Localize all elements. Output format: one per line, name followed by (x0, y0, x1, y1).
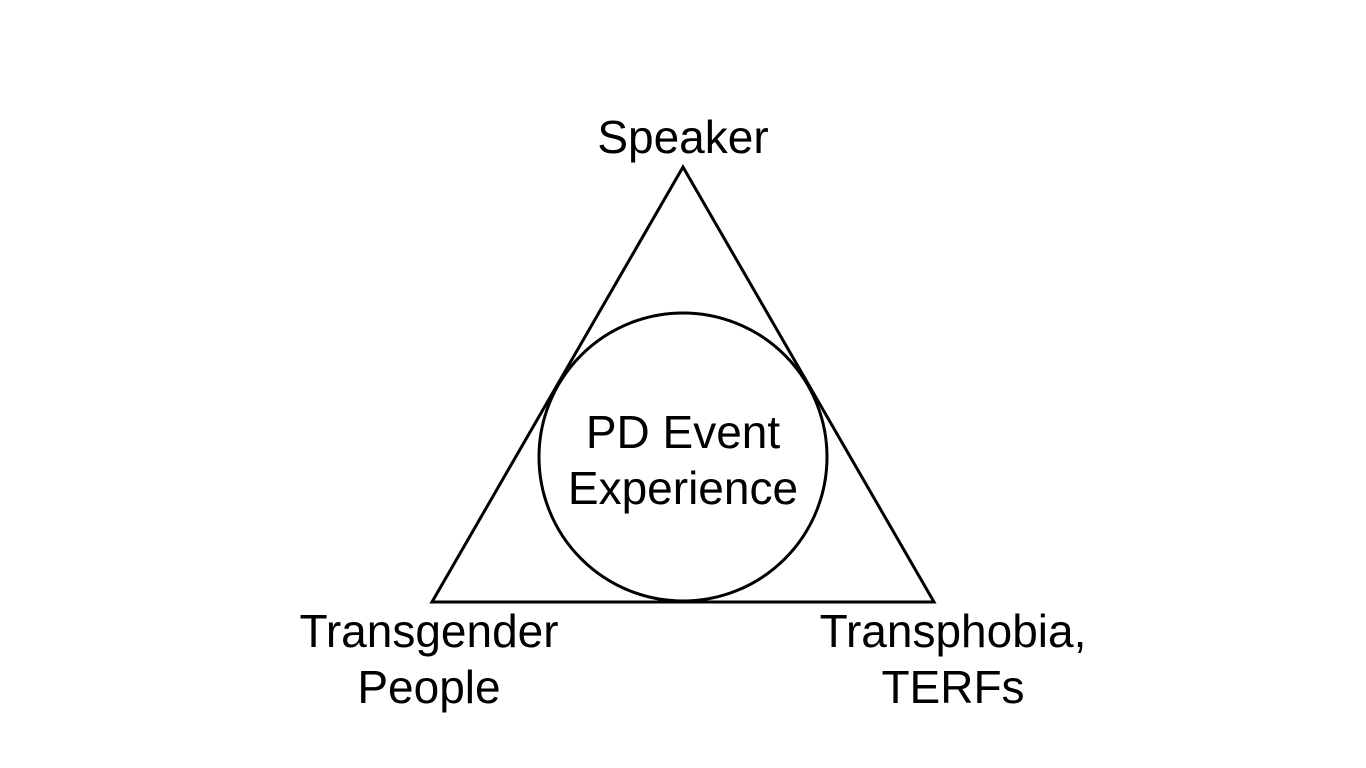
right-label-line2: TERFs (881, 661, 1025, 713)
transgender-people-label: Transgender People (279, 603, 579, 715)
left-label-line2: People (357, 661, 501, 713)
triangle-shape (429, 163, 937, 604)
transphobia-terfs-label: Transphobia, TERFs (803, 603, 1103, 715)
center-circle (537, 311, 829, 603)
left-label-line1: Transgender (299, 605, 559, 657)
pd-event-experience-label: PD Event Experience (533, 404, 833, 516)
right-label-line1: Transphobia, (819, 605, 1087, 657)
center-label-line2: Experience (567, 462, 799, 514)
speaker-label: Speaker (583, 109, 783, 165)
center-label-line1: PD Event (585, 406, 781, 458)
speaker-label-text: Speaker (597, 111, 769, 163)
